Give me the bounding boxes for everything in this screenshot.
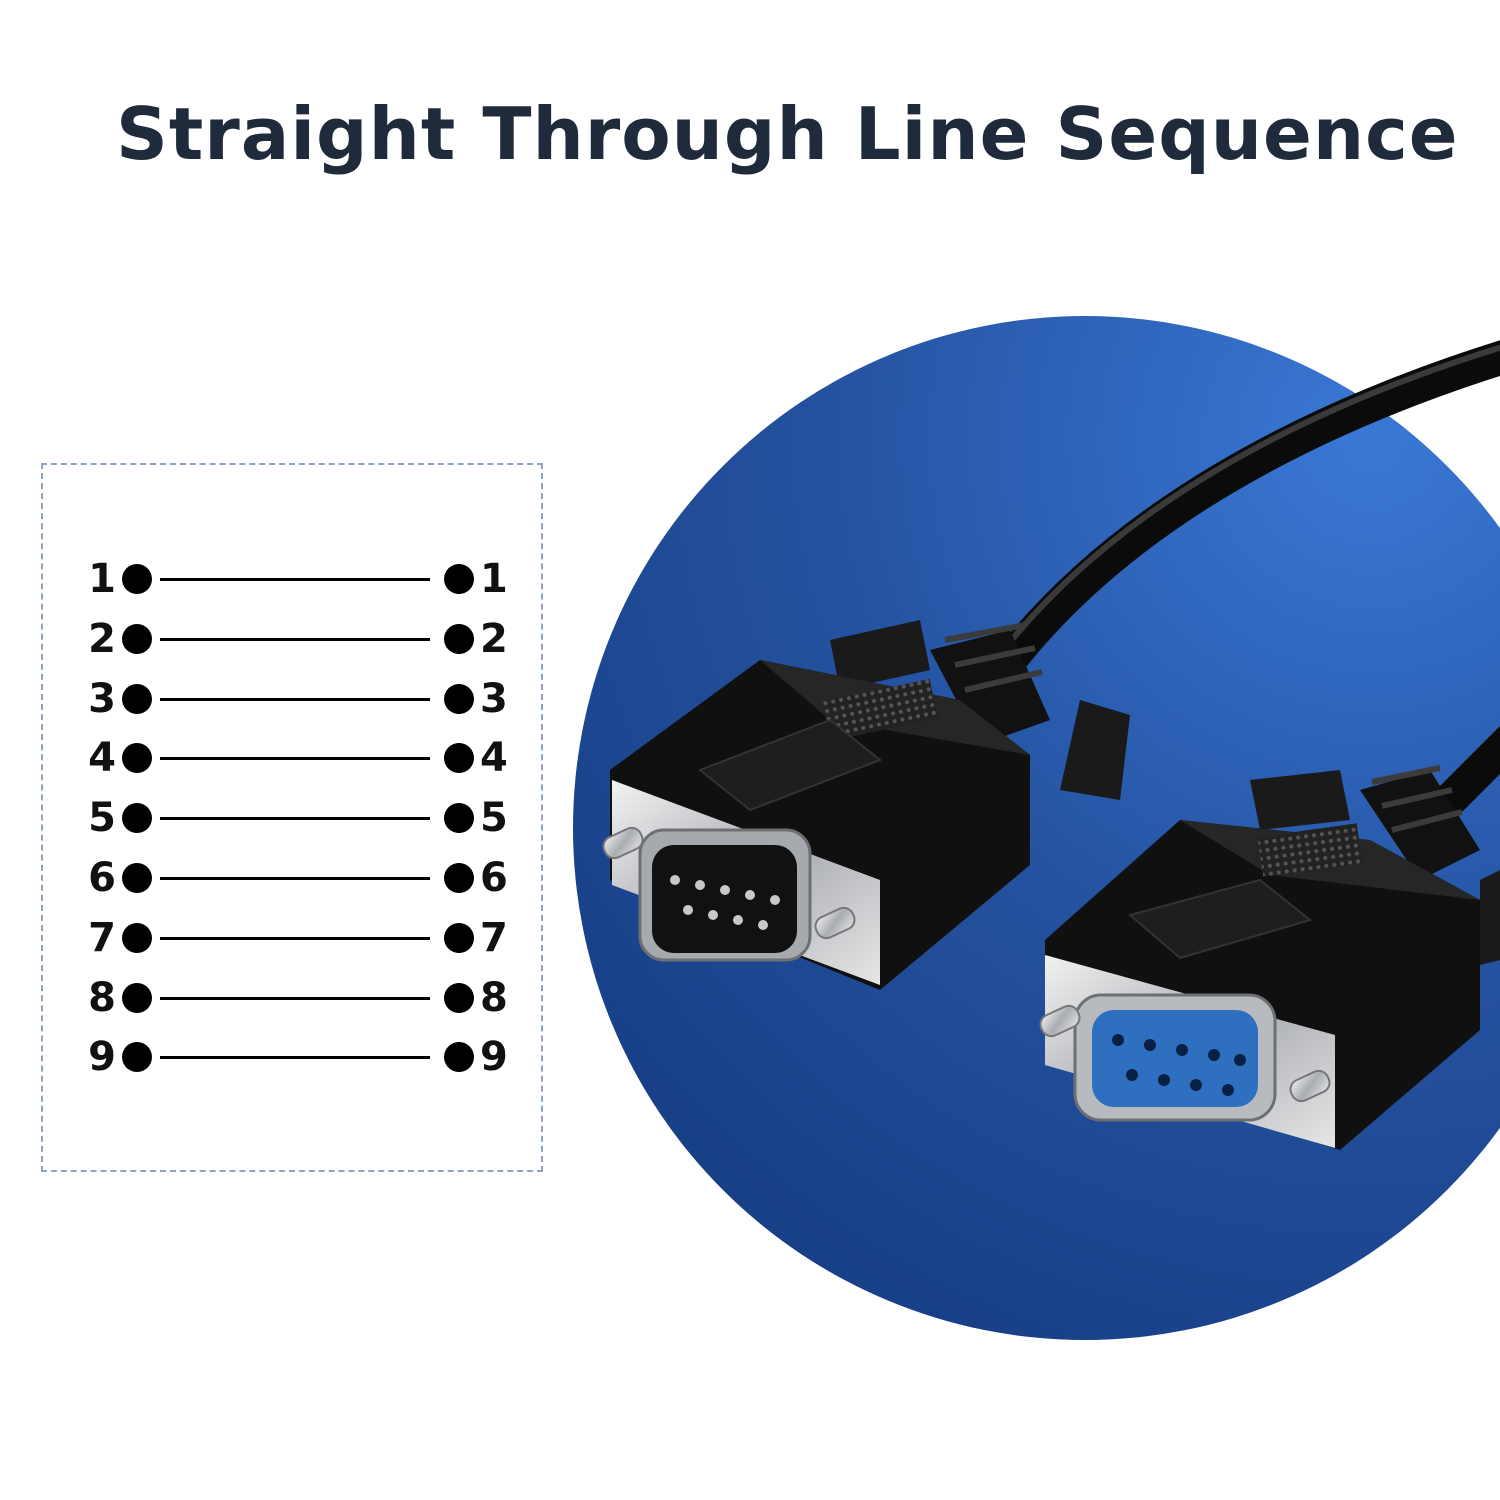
- pin-number-right: 8: [480, 974, 508, 1021]
- pin-dot-icon: [122, 922, 152, 953]
- pin-dot-icon: [122, 1042, 152, 1073]
- pin-dot-icon: [122, 564, 152, 594]
- pin-number-right: 5: [480, 795, 508, 842]
- pin-number-left: 7: [88, 914, 116, 961]
- wire-line: [160, 697, 430, 701]
- pin-number-right: 2: [480, 615, 508, 662]
- pin-number-right: 4: [480, 735, 508, 782]
- pin-dot-icon: [444, 683, 474, 714]
- pin-number-left: 9: [88, 1034, 116, 1081]
- pin-dot-icon: [122, 623, 152, 654]
- pin-number-right: 7: [480, 914, 508, 961]
- wire-line: [160, 1056, 430, 1060]
- pin-dot-icon: [444, 863, 474, 893]
- pin-dot-icon: [444, 743, 474, 774]
- pin-number-left: 3: [88, 675, 116, 722]
- pin-dot-icon: [444, 1042, 474, 1073]
- db9-male-connector-icon: [602, 620, 1130, 990]
- wire-line: [160, 757, 430, 761]
- pin-number-right: 1: [480, 556, 508, 602]
- pin-number-left: 4: [88, 735, 116, 782]
- pin-dot-icon: [444, 623, 474, 654]
- pin-dot-icon: [444, 803, 474, 834]
- pin-dot-icon: [444, 922, 474, 953]
- wire-line: [160, 877, 430, 880]
- pin-number-right: 6: [480, 855, 508, 901]
- page-title: Straight Through Line Sequence: [116, 92, 1459, 176]
- wire-line: [160, 817, 430, 821]
- pin-dot-icon: [122, 803, 152, 834]
- pin-number-left: 2: [88, 615, 116, 662]
- pin-dot-icon: [122, 863, 152, 893]
- pin-number-left: 8: [88, 974, 116, 1021]
- db9-female-connector-icon: [1039, 765, 1500, 1150]
- pin-number-left: 1: [88, 556, 116, 602]
- pin-dot-icon: [122, 982, 152, 1013]
- wire-line: [160, 637, 430, 641]
- pin-dot-icon: [122, 683, 152, 714]
- pin-number-left: 6: [88, 855, 116, 901]
- pin-number-right: 3: [480, 675, 508, 722]
- pin-number-left: 5: [88, 795, 116, 842]
- pin-dot-icon: [444, 564, 474, 594]
- wire-line: [160, 936, 430, 940]
- wire-line: [160, 996, 430, 1000]
- pin-number-right: 9: [480, 1034, 508, 1081]
- pin-dot-icon: [122, 743, 152, 774]
- wire-line: [160, 578, 430, 581]
- pin-dot-icon: [444, 982, 474, 1013]
